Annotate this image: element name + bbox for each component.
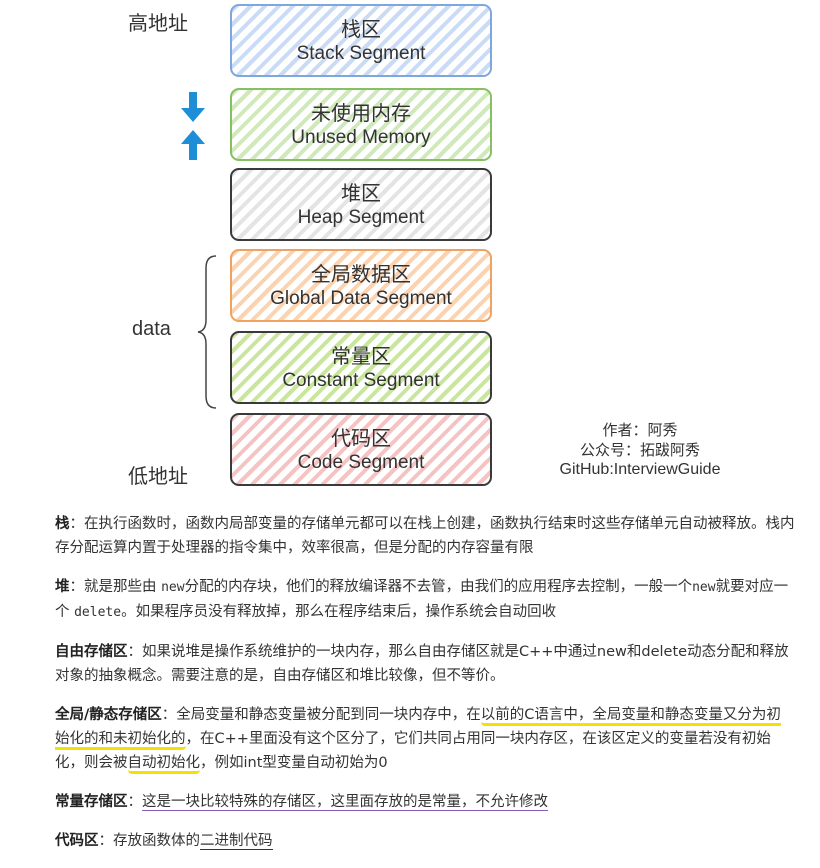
high-address-label: 高地址	[128, 11, 188, 35]
keyword-new: new	[161, 580, 185, 595]
segment-en-label: Global Data Segment	[270, 287, 452, 309]
stack-paragraph: 栈：在执行函数时，函数内局部变量的存储单元都可以在栈上创建，函数执行结束时这些存…	[55, 512, 795, 560]
paragraph-text: 如果说堆是操作系统维护的一块内存，那么自由存储区就是C++中通过new和dele…	[55, 644, 789, 684]
paragraph-text: 。如果程序员没有释放掉，那么在程序结束后，操作系统会自动回收	[121, 604, 557, 620]
highlighted-text: 以前的C语言中，全局变量和静态变量又分为初始化的和未初始化的	[55, 707, 781, 750]
paragraph-title: 代码区	[55, 833, 99, 849]
grow-direction-arrows-icon	[181, 92, 205, 160]
underlined-text: 这是一块比较特殊的存储区，这里面存放的是常量，不允许修改	[142, 794, 548, 811]
paragraph-title: 自由存储区	[55, 644, 128, 660]
paragraph-title: 全局/静态存储区	[55, 707, 162, 723]
global-static-paragraph: 全局/静态存储区：全局变量和静态变量被分配到同一块内存中，在以前的C语言中，全局…	[55, 703, 795, 775]
underlined-text: 二进制代码	[200, 833, 273, 850]
low-address-label: 低地址	[128, 464, 188, 488]
segment-en-label: Stack Segment	[296, 42, 426, 64]
segment-cn-label: 常量区	[331, 343, 391, 368]
highlighted-text: 自动初始化	[127, 755, 200, 774]
stack-segment-block: 栈区 Stack Segment	[230, 4, 492, 77]
paragraph-title: 栈	[55, 516, 70, 532]
paragraph-text: ，在C++里面没有这个区分了，它们共同占用同一块内存区，在该区定义的变量若没有初…	[55, 731, 771, 771]
code-paragraph: 代码区：存放函数体的二进制代码	[55, 829, 795, 853]
paragraph-text: 全局变量和静态变量被分配到同一块内存中，在	[176, 707, 481, 723]
free-store-paragraph: 自由存储区：如果说堆是操作系统维护的一块内存，那么自由存储区就是C++中通过ne…	[55, 640, 795, 688]
memory-areas-description: 栈：在执行函数时，函数内局部变量的存储单元都可以在栈上创建，函数执行结束时这些存…	[55, 512, 795, 868]
code-segment-block: 代码区 Code Segment	[230, 413, 492, 486]
heap-paragraph: 堆：就是那些由 new分配的内存块，他们的释放编译器不去管，由我们的应用程序去控…	[55, 575, 795, 625]
separator: ：	[69, 516, 85, 532]
segment-cn-label: 堆区	[341, 180, 381, 205]
segment-en-label: Constant Segment	[282, 369, 440, 391]
keyword-new: new	[692, 580, 716, 595]
paragraph-text: ，例如int型变量自动初始为0	[200, 755, 388, 771]
segment-cn-label: 代码区	[331, 425, 391, 450]
paragraph-text: 在执行函数时，函数内局部变量的存储单元都可以在栈上创建，函数执行结束时这些存储单…	[55, 516, 795, 556]
paragraph-title: 常量存储区	[55, 794, 128, 810]
keyword-delete: delete	[74, 605, 122, 620]
memory-layout-diagram: 高地址 低地址 data 栈区 Stack Segment 未使用内存 Unus…	[128, 4, 740, 488]
segment-en-label: Code Segment	[297, 451, 425, 473]
global-data-segment-block: 全局数据区 Global Data Segment	[230, 249, 492, 322]
unused-memory-block: 未使用内存 Unused Memory	[230, 88, 492, 161]
heap-segment-block: 堆区 Heap Segment	[230, 168, 492, 241]
wechat-account: 公众号：拓跋阿秀	[579, 441, 700, 459]
segment-cn-label: 未使用内存	[311, 100, 411, 125]
separator: ：	[127, 644, 143, 660]
constant-paragraph: 常量存储区：这是一块比较特殊的存储区，这里面存放的是常量，不允许修改	[55, 790, 795, 814]
author-credit: 作者：阿秀 公众号：拓跋阿秀 GitHub:InterviewGuide	[540, 420, 740, 480]
paragraph-text: 存放函数体的	[113, 833, 200, 849]
paragraph-text: 就要对应一个	[55, 579, 789, 620]
author-name: 作者：阿秀	[602, 421, 678, 439]
paragraph-text: 分配的内存块，他们的释放编译器不去管，由我们的应用程序去控制，一般一个	[184, 579, 693, 595]
paragraph-title: 堆	[55, 579, 70, 595]
segment-cn-label: 栈区	[341, 16, 381, 41]
constant-segment-block: 常量区 Constant Segment	[230, 331, 492, 404]
segment-en-label: Unused Memory	[291, 126, 431, 148]
data-brace-icon	[197, 255, 217, 409]
data-label: data	[132, 318, 171, 340]
github-repo: GitHub:InterviewGuide	[559, 461, 721, 478]
segment-cn-label: 全局数据区	[311, 261, 411, 286]
segment-en-label: Heap Segment	[297, 206, 425, 228]
separator: ：	[127, 794, 143, 810]
separator: ：	[161, 707, 177, 723]
separator: ：	[69, 579, 85, 595]
separator: ：	[98, 833, 114, 849]
paragraph-text: 就是那些由	[84, 579, 162, 595]
